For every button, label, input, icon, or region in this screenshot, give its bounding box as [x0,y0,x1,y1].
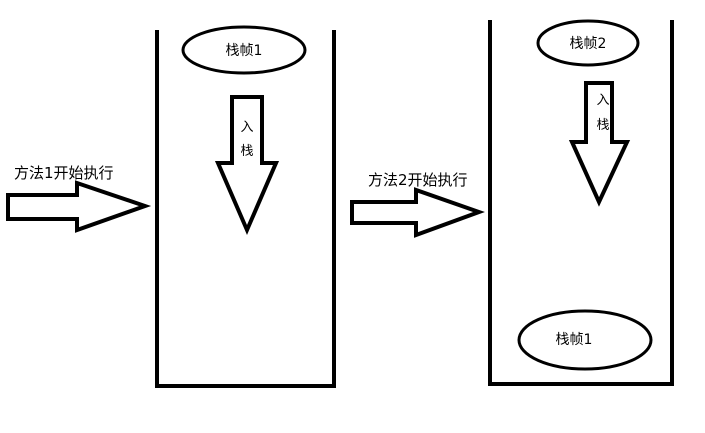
method2-arrow [350,187,485,238]
method2-start-label: 方法2开始执行 [368,171,468,189]
push-label-char-2-left: 栈 [240,144,253,159]
stack-frame-1-left [181,25,307,75]
stack-frame-2-right-label: 栈帧2 [570,36,607,52]
push-arrow-right [568,81,631,207]
push-arrow-left [214,95,280,236]
push-label-char-1-left: 入 [240,120,253,135]
stack-container-right [488,20,674,386]
stack-frame-1-right [517,309,653,371]
method1-start-label: 方法1开始执行 [14,164,114,182]
stack-container-left [155,30,336,388]
stack-frame-2-right [536,19,640,67]
stack-frame-1-right-label: 栈帧1 [556,332,593,348]
push-label-char-1-right: 入 [596,93,609,108]
stack-frame-1-left-label: 栈帧1 [226,43,263,59]
method1-arrow [6,180,152,233]
push-label-char-2-right: 栈 [596,118,609,133]
